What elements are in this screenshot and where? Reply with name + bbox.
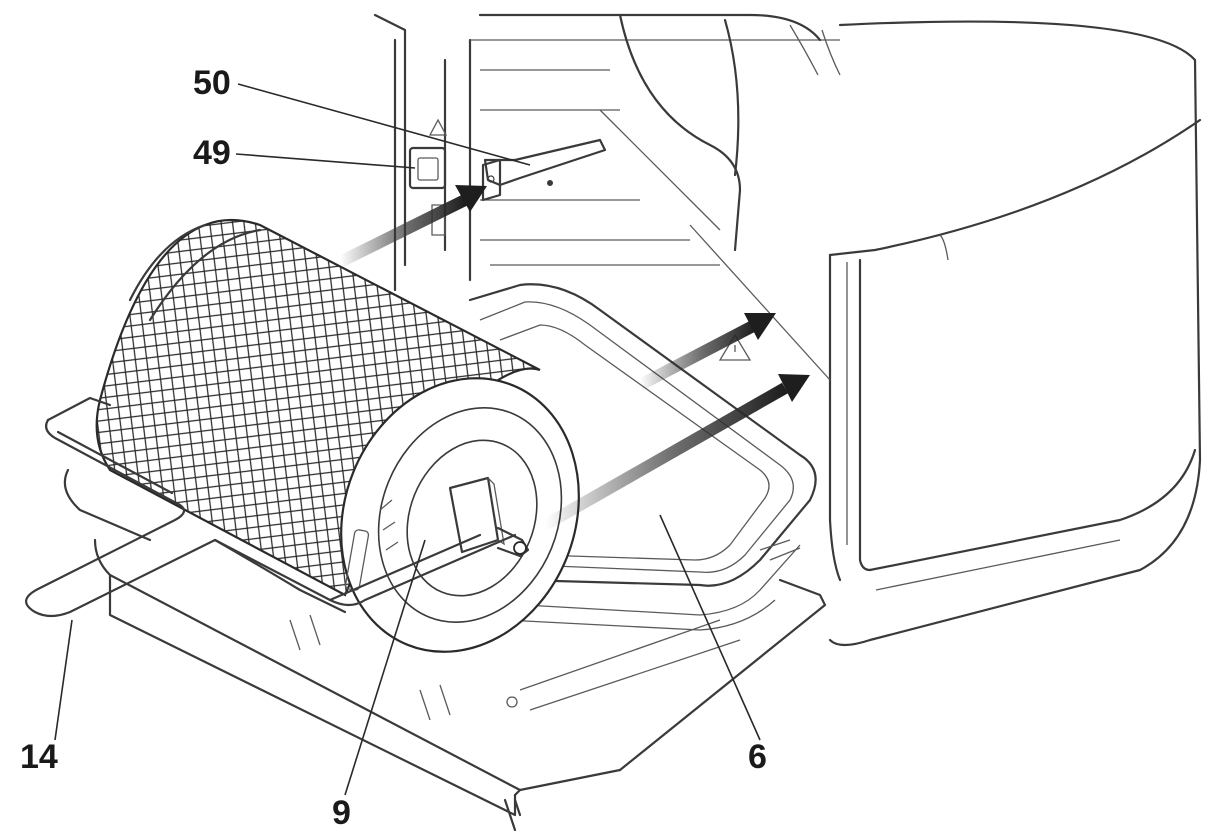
leader-49 [235,153,416,169]
rotisserie-basket [95,218,580,653]
callout-label-50: 50 [193,64,231,102]
callout-label-49: 49 [193,134,231,172]
leader-9 [344,539,426,796]
door-base [63,468,827,832]
callout-label-14: 14 [20,738,58,776]
leader-50 [237,83,531,166]
arrow-to-socket [337,185,487,268]
leader-6 [659,514,761,741]
insertion-arrows [337,185,810,531]
callout-label-9: 9 [332,794,351,832]
leader-14 [54,619,73,741]
callout-label-6: 6 [748,738,767,776]
arrow-tray-upper [637,313,776,391]
callout-leaders [54,83,761,796]
appliance-housing [373,13,1202,647]
arrow-tray-lower [542,374,810,531]
lifting-tool [25,396,517,618]
